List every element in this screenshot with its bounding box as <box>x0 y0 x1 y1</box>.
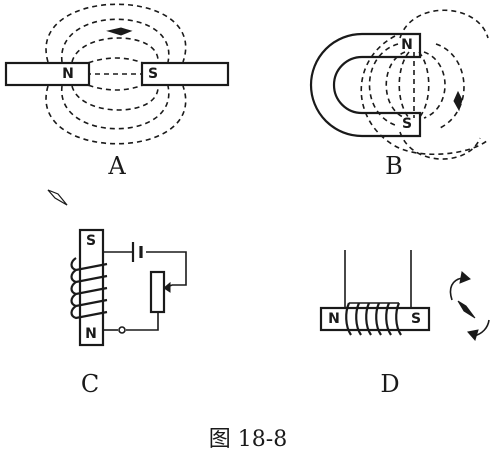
horseshoe-magnet <box>309 32 422 138</box>
pole-label-s: S <box>402 116 412 132</box>
coil-windings <box>70 257 108 320</box>
panel-c: S N C <box>47 189 187 398</box>
panel-label-b: B <box>385 152 403 180</box>
panel-label-a: A <box>107 152 126 180</box>
field-lines-b <box>360 9 489 160</box>
compass-needle-icon <box>106 27 133 36</box>
suspended-bar-magnet <box>319 306 431 332</box>
compass-needle-icon <box>453 90 463 112</box>
coil-windings <box>345 302 402 336</box>
pole-label-s: S <box>411 311 421 327</box>
pole-label-n: N <box>62 66 74 82</box>
panel-label-c: C <box>81 370 99 398</box>
panel-label-d: D <box>380 370 399 398</box>
pole-label-n: N <box>328 311 340 327</box>
panel-b: N S B <box>309 9 489 180</box>
pole-label-s: S <box>86 233 96 249</box>
compass-needle-icon <box>457 300 476 319</box>
rheostat-icon <box>149 270 173 314</box>
circuit-wires <box>103 251 187 334</box>
rotation-arrow-icon <box>449 271 490 342</box>
panel-d: N S D <box>319 250 490 398</box>
compass-needle-icon <box>47 189 68 206</box>
battery-icon <box>131 242 143 262</box>
panel-a: N S A <box>4 3 230 180</box>
figure-caption: 图 18-8 <box>209 427 287 452</box>
pole-label-s: S <box>148 66 158 82</box>
bar-magnet-right <box>140 61 230 87</box>
pole-label-n: N <box>85 326 97 342</box>
pole-label-n: N <box>401 37 413 53</box>
bar-magnet-left <box>4 61 91 87</box>
